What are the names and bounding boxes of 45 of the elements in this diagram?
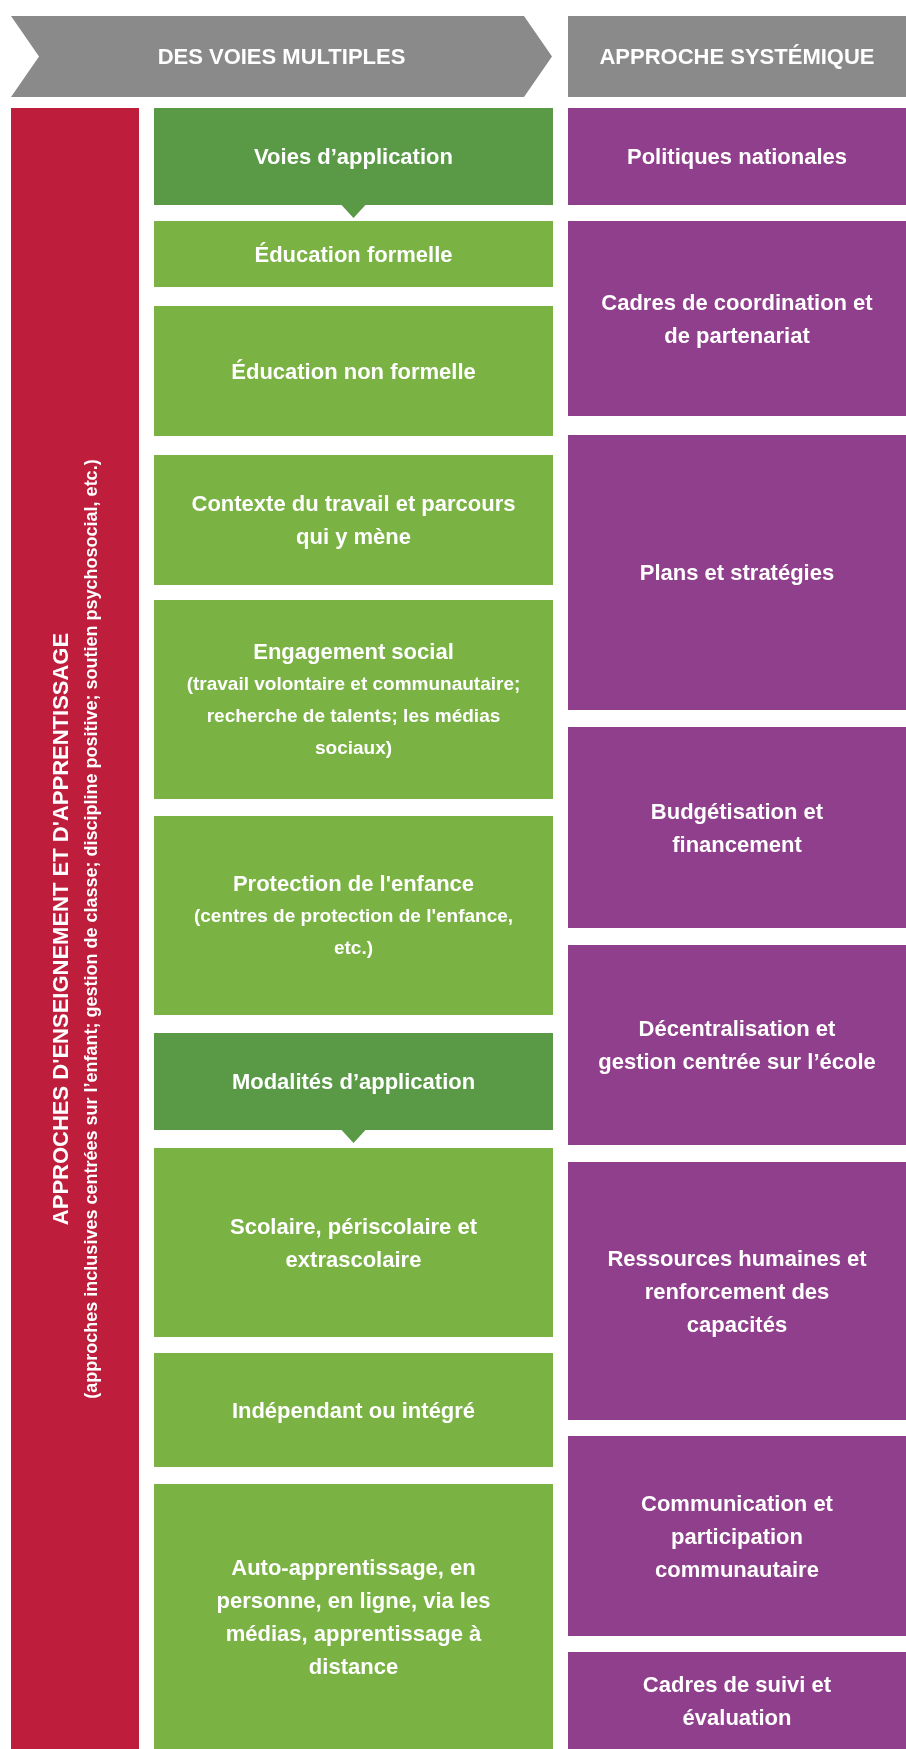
section-header	[154, 108, 553, 218]
modality-box	[154, 1148, 553, 1337]
system-box	[568, 108, 906, 205]
system-box	[568, 1436, 906, 1636]
box-title: Ressources humaines et renforcement des capacités	[606, 1244, 868, 1339]
header-band	[11, 16, 552, 97]
modality-box	[154, 1353, 553, 1467]
modality-box	[154, 1484, 553, 1749]
box-title: Budgétisation et financement	[649, 797, 825, 859]
system-box	[568, 221, 906, 416]
header-box	[568, 16, 906, 97]
box-note: (centres de protection de l'enfance, etc.)	[192, 904, 515, 960]
box-title: Engagement social	[252, 638, 455, 666]
box-title: Protection de l'enfance	[231, 870, 476, 898]
box-title: Politiques nationales	[625, 143, 848, 171]
box-title: Plans et stratégies	[638, 559, 836, 587]
system-box	[568, 1652, 906, 1749]
box-title: APPROCHES D'ENSEIGNEMENT ET D'APPRENTISSAGE	[46, 631, 73, 1227]
pathway-box	[154, 816, 553, 1015]
box-title: Cadres de coordination et de partenariat	[600, 288, 874, 350]
box-title: Indépendant ou intégré	[230, 1396, 477, 1425]
section-header	[154, 1033, 553, 1143]
box-title: Scolaire, périscolaire et extrascolaire	[229, 1212, 478, 1274]
system-box	[568, 435, 906, 710]
pathway-box	[154, 306, 553, 436]
system-box	[568, 1162, 906, 1420]
pathway-box	[154, 221, 553, 287]
pathway-box	[154, 600, 553, 799]
box-note: (approches inclusives centrées sur l’enfant; gestion de classe; discipline positive; soutien psychosocial, etc.)	[79, 457, 102, 1401]
box-title: Communication et participation communautaire	[640, 1489, 834, 1584]
box-title: DES VOIES MULTIPLES	[156, 43, 407, 71]
system-box	[568, 727, 906, 928]
box-title: Éducation formelle	[253, 240, 454, 269]
system-box	[568, 945, 906, 1145]
side-band	[11, 108, 139, 1749]
box-note: (travail volontaire et communautaire; recherche de talents; les médias sociaux)	[185, 672, 522, 760]
box-title: Modalités d’application	[230, 1068, 477, 1096]
box-title: Auto-apprentissage, en personne, en ligne, via les médias, apprentissage à distance	[215, 1553, 492, 1681]
box-title: Décentralisation et gestion centrée sur l’école	[597, 1015, 877, 1076]
box-title: Voies d’application	[253, 143, 454, 171]
box-title: Contexte du travail et parcours qui y mène	[190, 490, 517, 551]
box-title: Éducation non formelle	[230, 357, 477, 386]
box-title: Cadres de suivi et évaluation	[641, 1670, 833, 1732]
pathway-box	[154, 455, 553, 585]
box-title: APPROCHE SYSTÉMIQUE	[598, 43, 876, 71]
